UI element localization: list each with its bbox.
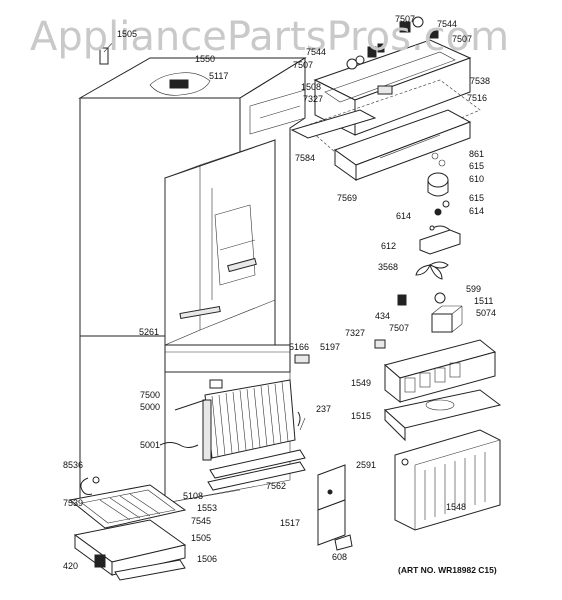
label-615-b: 615 [469,193,485,203]
cabinet-body [78,39,307,504]
label-614-b: 614 [469,206,485,216]
label-5000: 5000 [140,402,161,412]
label-7545: 7545 [191,516,212,526]
label-2591: 2591 [356,460,377,470]
part-7500-shape [209,379,223,389]
label-7507-top: 7507 [395,14,416,24]
label-5261: 5261 [139,327,160,337]
rear-panels [383,389,502,531]
label-7538: 7538 [470,76,491,86]
label-7327-top: 7327 [303,94,324,104]
label-1553: 1553 [197,503,218,513]
label-420: 420 [63,561,79,571]
label-1505-top: 1505 [117,29,138,39]
label-1511: 1511 [474,296,494,306]
label-237: 237 [316,404,332,414]
label-1549: 1549 [351,378,372,388]
label-1508: 1508 [301,82,322,92]
label-615-a: 615 [469,161,485,171]
label-3568: 3568 [378,262,399,272]
label-1550: 1550 [195,54,216,64]
label-7507-left: 7507 [293,60,314,70]
label-1506: 1506 [197,554,218,564]
control-housing [374,339,497,404]
evaporator [159,379,306,491]
art-number: (ART NO. WR18982 C15) [398,565,497,575]
label-1505-bottom: 1505 [191,533,212,543]
label-8536: 8536 [63,460,84,470]
label-7562: 7562 [266,481,287,491]
label-7584: 7584 [295,153,316,163]
label-7544-left: 7544 [306,47,327,57]
label-5197: 5197 [320,342,341,352]
part-5166-shape [294,354,310,364]
label-5117: 5117 [209,71,229,81]
label-7544-top: 7544 [437,19,458,29]
label-1548: 1548 [446,502,467,512]
label-7500: 7500 [140,390,161,400]
label-614-a: 614 [396,211,412,221]
label-7539: 7539 [63,498,84,508]
label-434: 434 [375,311,391,321]
label-861: 861 [469,149,485,159]
label-608: 608 [332,552,348,562]
crisper-pan [68,476,187,581]
label-5074: 5074 [476,308,497,318]
label-7507-right: 7507 [452,34,473,44]
label-612: 612 [381,241,397,251]
air-handler-assembly [290,16,481,333]
label-7569: 7569 [337,193,358,203]
watermark: AppliancePartsPros.com [30,14,510,60]
label-7507-mid: 7507 [389,323,410,333]
label-5108: 5108 [183,491,204,501]
label-610: 610 [469,174,485,184]
label-5001: 5001 [140,440,161,450]
label-5166: 5166 [289,342,310,352]
bottom-bracket [317,464,353,551]
label-7516: 7516 [467,93,488,103]
label-7327-mid: 7327 [345,328,366,338]
label-1517: 1517 [280,518,301,528]
label-599: 599 [466,284,482,294]
label-1515: 1515 [351,411,372,421]
